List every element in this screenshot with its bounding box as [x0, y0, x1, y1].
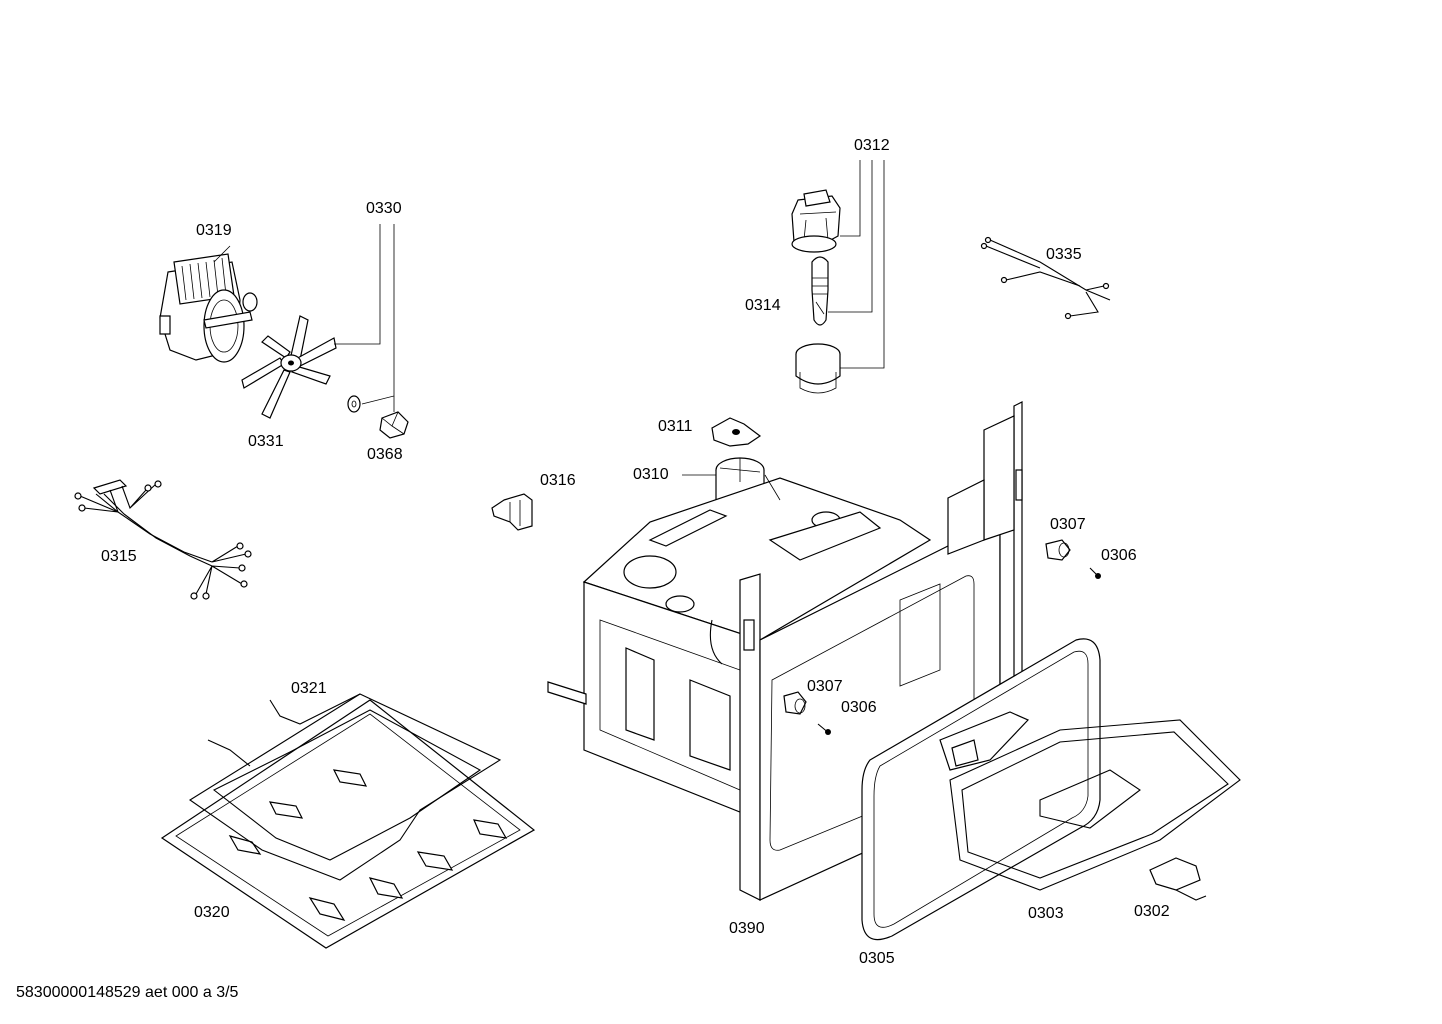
label-0315: 0315: [101, 548, 137, 565]
bulb-0314: [811, 256, 829, 326]
wire-harness-0335: [980, 236, 1111, 320]
label-0316: 0316: [540, 472, 576, 489]
label-0306-top: 0306: [1101, 547, 1137, 564]
bracket-0316: [491, 493, 533, 531]
clamp-0311: [711, 417, 762, 447]
fan-wheel-0331: [241, 315, 337, 419]
grill-element-0303: [939, 711, 1241, 891]
lamp-socket-0312: [791, 189, 841, 253]
leader-0312-b: [828, 160, 873, 313]
label-0390: 0390: [729, 920, 765, 937]
document-footer: 58300000148529 aet 000 a 3/5: [16, 984, 239, 1001]
label-0312: 0312: [854, 137, 890, 154]
leader-0312-c: [840, 160, 885, 369]
screw-0306-a: [1089, 567, 1101, 579]
label-0335: 0335: [1046, 246, 1082, 263]
wire-harness-0315: [74, 479, 252, 600]
grill-frame-0305: [861, 638, 1101, 941]
bushing-0307-b: [783, 691, 807, 715]
leader-0319: [213, 245, 231, 263]
label-0303: 0303: [1028, 905, 1064, 922]
label-0307-top: 0307: [1050, 516, 1086, 533]
bracket-0302: [1149, 857, 1207, 901]
label-0314: 0314: [745, 297, 781, 314]
label-0311: 0311: [658, 418, 693, 435]
label-0302: 0302: [1134, 903, 1170, 920]
label-0306-mid: 0306: [841, 699, 877, 716]
washer-icon: [347, 395, 361, 413]
screw-0306-b: [817, 723, 831, 735]
label-0321: 0321: [291, 680, 327, 697]
label-0330: 0330: [366, 200, 402, 217]
leader-0330-b: [361, 224, 395, 405]
nut-0368: [379, 411, 409, 439]
label-0331: 0331: [248, 433, 284, 450]
label-0310: 0310: [633, 466, 669, 483]
label-0305: 0305: [859, 950, 895, 967]
bushing-0307-a: [1045, 539, 1071, 561]
label-0307-mid: 0307: [807, 678, 843, 695]
fan-motor-0319: [159, 253, 258, 363]
label-0368: 0368: [367, 446, 403, 463]
label-0319: 0319: [196, 222, 232, 239]
leader-0330-a: [334, 224, 381, 345]
heating-element-0321: [188, 693, 502, 881]
leader-0312-a: [840, 160, 861, 237]
label-0320: 0320: [194, 904, 230, 921]
lamp-cover-0312: [795, 343, 841, 394]
